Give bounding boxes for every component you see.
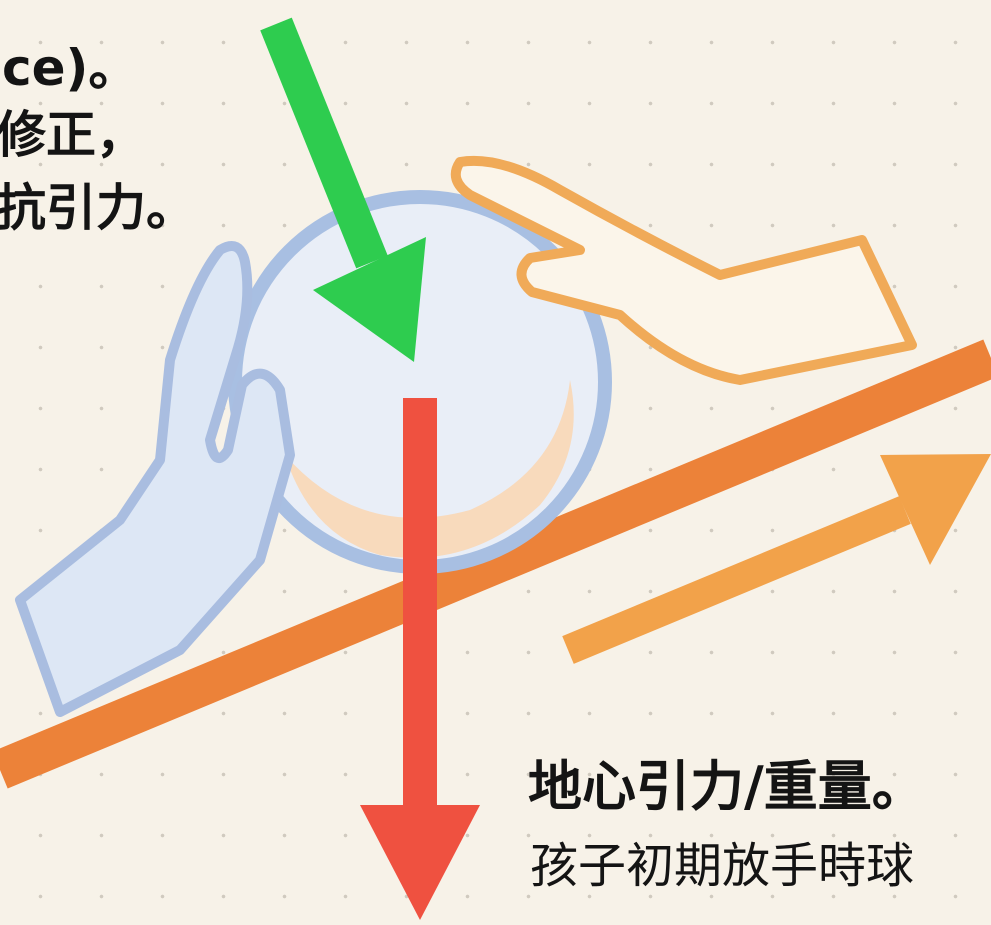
top-text-line-1: ce)。 (2, 39, 139, 97)
right-hand (450, 155, 917, 385)
orange-arrow (562, 454, 991, 664)
child-release-caption: 孩子初期放手時球 (530, 838, 915, 894)
top-text-line-3: 抗引力。 (0, 179, 196, 237)
slope-line (0, 339, 991, 789)
green-arrow (260, 17, 426, 362)
red-arrow (360, 398, 480, 920)
gravity-label: 地心引力/重量。 (528, 755, 926, 818)
left-hand (15, 241, 295, 717)
top-text-line-2: 修正， (0, 106, 146, 164)
